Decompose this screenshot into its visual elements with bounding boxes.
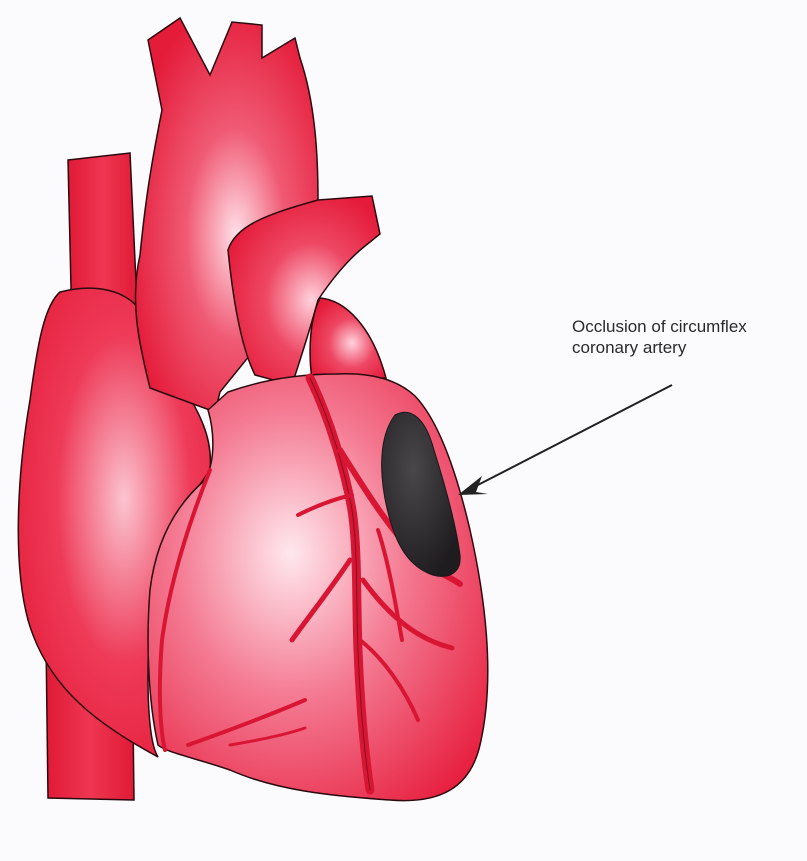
annotation-label: Occlusion of circumflex coronary artery [572,316,804,358]
annotation-line-2: coronary artery [572,337,804,358]
annotation-arrow [458,385,672,495]
left-atrial-appendage [310,298,386,380]
annotation-line-1: Occlusion of circumflex [572,316,804,337]
